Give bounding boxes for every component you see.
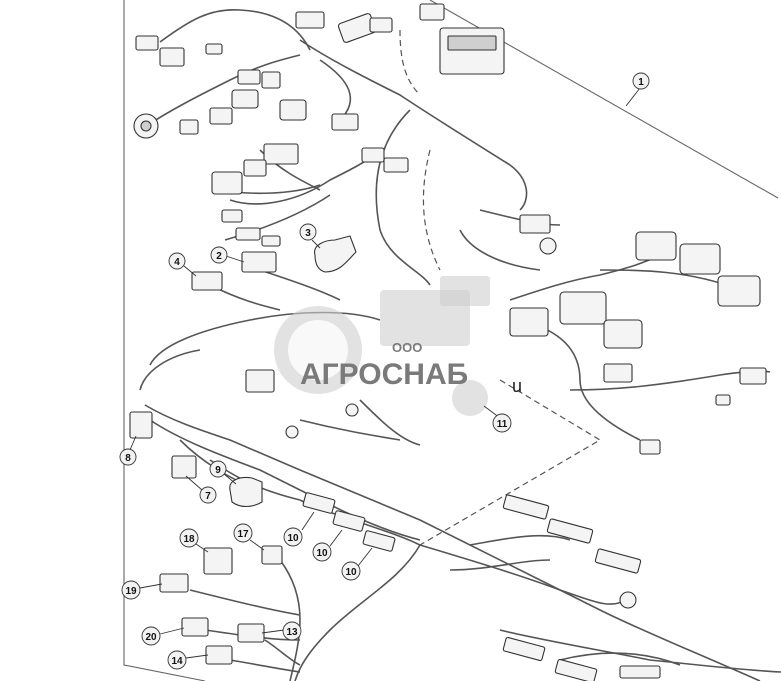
callout-10-c: 10	[341, 561, 361, 581]
svg-text:19: 19	[125, 586, 137, 597]
svg-text:1: 1	[638, 77, 644, 88]
connectors	[129, 3, 767, 681]
svg-text:20: 20	[145, 632, 157, 643]
callout-13: 13	[282, 621, 302, 641]
callout-17: 17	[233, 523, 253, 543]
callout-10-b: 10	[312, 542, 332, 562]
svg-text:10: 10	[287, 533, 299, 544]
callout-10-a: 10	[283, 527, 303, 547]
watermark-large-text: АГРОСНАБ	[300, 358, 468, 391]
callout-9: 9	[209, 460, 227, 478]
callout-8: 8	[119, 448, 137, 466]
callout-2: 2	[210, 246, 228, 264]
svg-text:10: 10	[316, 548, 328, 559]
svg-text:18: 18	[183, 534, 195, 545]
svg-text:14: 14	[171, 656, 183, 667]
callout-1: 1	[632, 72, 650, 90]
callout-20: 20	[141, 626, 161, 646]
svg-text:11: 11	[497, 419, 508, 430]
svg-text:2: 2	[216, 251, 222, 262]
callout-14: 14	[167, 650, 187, 670]
callout-19: 19	[121, 580, 141, 600]
svg-text:17: 17	[237, 529, 249, 540]
svg-text:7: 7	[205, 491, 211, 502]
callout-18: 18	[179, 528, 199, 548]
svg-text:9: 9	[215, 465, 221, 476]
svg-text:4: 4	[174, 257, 180, 268]
svg-text:3: 3	[305, 228, 311, 239]
callout-4: 4	[168, 252, 186, 270]
callout-11: 11	[492, 413, 512, 433]
watermark-logo: ООО АГРОСНАБ	[274, 276, 490, 416]
watermark-small-text: ООО	[392, 340, 422, 355]
callout-7: 7	[199, 486, 217, 504]
svg-text:13: 13	[286, 627, 298, 638]
callout-3: 3	[299, 223, 317, 241]
stray-letter: u	[512, 376, 522, 396]
svg-text:10: 10	[345, 567, 357, 578]
svg-text:8: 8	[125, 453, 131, 464]
